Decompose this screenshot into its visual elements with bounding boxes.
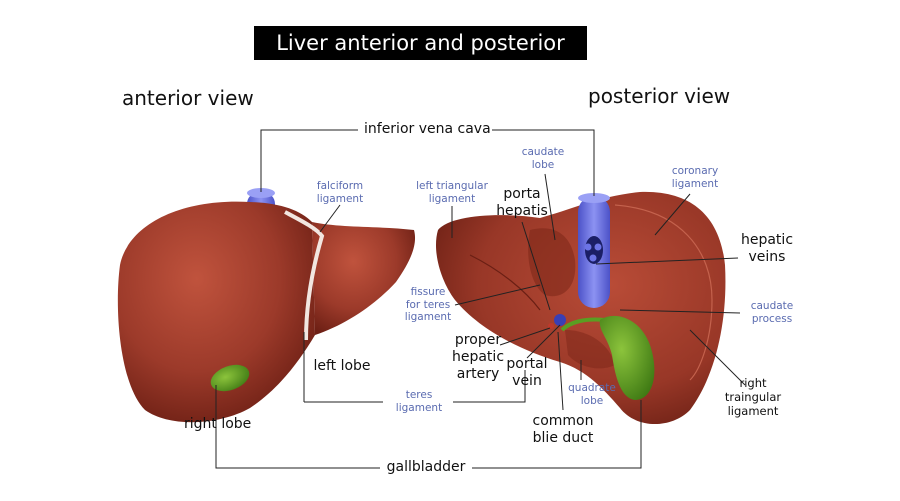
fissure-line xyxy=(469,254,541,311)
label-fissure-for-teres-ligament: fissure for teres ligament xyxy=(404,286,452,324)
label-porta-hepatis: porta hepatis xyxy=(496,186,548,219)
posterior-quadrate-region xyxy=(565,330,615,369)
coronary-ligament-line xyxy=(614,204,713,381)
anterior-left-lobe xyxy=(312,222,416,335)
label-caudate-lobe: caudate lobe xyxy=(521,146,565,171)
label-right-triangular-ligament: right traingular ligament xyxy=(724,376,782,418)
label-gallbladder: gallbladder xyxy=(386,459,466,475)
label-coronary-ligament: coronary ligament xyxy=(671,165,719,190)
label-hepatic-veins: hepatic veins xyxy=(740,232,794,265)
hepatic-artery-shape xyxy=(548,323,554,329)
portal-vein-shape xyxy=(554,314,566,326)
diagram-title: Liver anterior and posterior view xyxy=(254,26,587,89)
label-inferior-vena-cava: inferior vena cava xyxy=(364,121,491,137)
label-falciform-ligament: falciform ligament xyxy=(316,180,364,205)
label-right-lobe: right lobe xyxy=(184,416,252,432)
label-caudate-process: caudate process xyxy=(750,300,794,325)
label-quadrate-lobe: quadrate lobe xyxy=(568,382,616,407)
hepatic-veins-shape xyxy=(585,236,603,264)
label-left-lobe: left lobe xyxy=(313,358,371,374)
label-common-bile-duct: common blie duct xyxy=(532,413,594,446)
posterior-liver xyxy=(435,191,726,425)
label-teres-ligament: teres ligament xyxy=(395,389,443,414)
leader-lines xyxy=(215,129,746,469)
posterior-view-heading: posterior view xyxy=(588,84,731,108)
label-proper-hepatic-artery: proper hepatic artery xyxy=(451,332,505,382)
anterior-right-lobe xyxy=(117,201,315,423)
label-portal-vein: portal vein xyxy=(506,356,548,389)
anterior-gallbladder xyxy=(210,364,250,392)
falciform-ligament-shape xyxy=(284,210,325,341)
posterior-gallbladder xyxy=(599,315,655,400)
anterior-view-heading: anterior view xyxy=(122,86,254,110)
common-bile-duct-shape xyxy=(560,317,606,332)
label-left-triangular-ligament: left triangular ligament xyxy=(416,180,488,205)
anterior-liver xyxy=(117,188,416,423)
